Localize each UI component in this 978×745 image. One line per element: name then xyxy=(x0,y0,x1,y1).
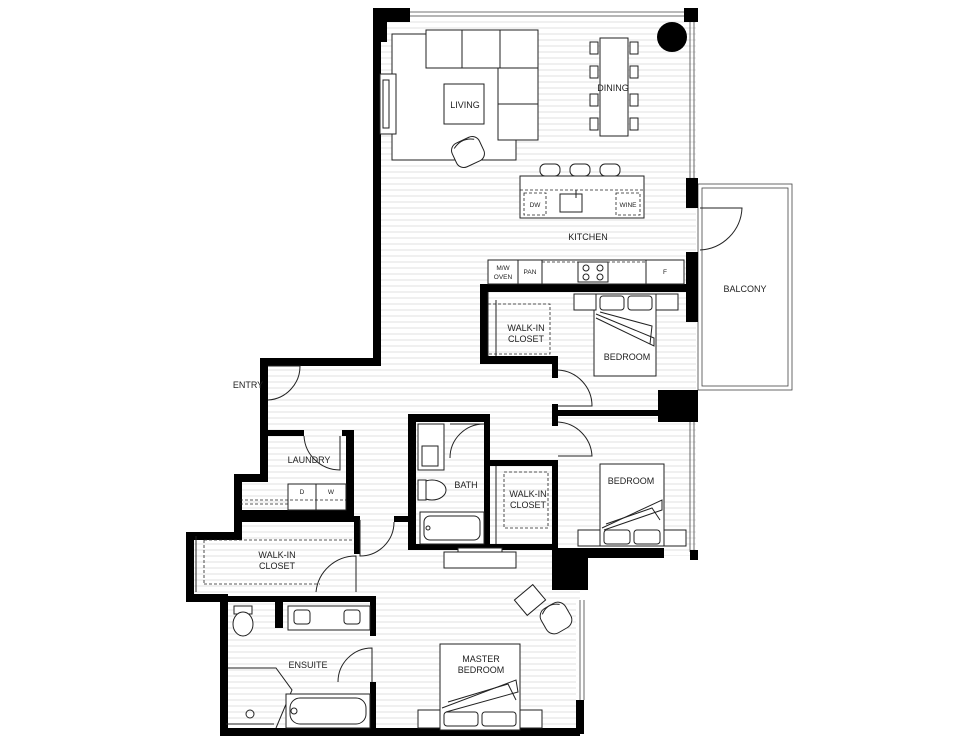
label-bath: BATH xyxy=(454,480,477,490)
label-bedroom-1: BEDROOM xyxy=(604,352,651,362)
label-microwave-oven-line1: M/W xyxy=(496,265,510,272)
label-walkin-closet-3-line2: CLOSET xyxy=(259,561,296,571)
kitchen-island xyxy=(519,163,645,219)
label-dryer: D xyxy=(300,489,305,496)
kitchen-counter xyxy=(487,259,685,285)
room-labels: LIVING DINING KITCHEN BALCONY BEDROOM WA… xyxy=(233,83,767,675)
label-pantry: PAN xyxy=(524,269,537,276)
label-microwave-oven-line2: OVEN xyxy=(494,274,513,281)
label-walkin-closet-1-line2: CLOSET xyxy=(508,334,545,344)
window-glazing xyxy=(410,11,695,700)
bath-fixtures xyxy=(417,423,485,545)
ensuite-fixtures xyxy=(226,605,371,729)
label-walkin-closet-2-line1: WALK-IN xyxy=(509,489,546,499)
label-bedroom-2: BEDROOM xyxy=(608,476,655,486)
appliance-labels: DW WINE M/W OVEN PAN F D W xyxy=(300,202,667,496)
walls xyxy=(186,8,698,736)
label-dining: DINING xyxy=(597,83,629,93)
label-washer: W xyxy=(328,489,335,496)
label-entry: ENTRY xyxy=(233,380,263,390)
label-master-bedroom-line1: MASTER xyxy=(462,654,500,664)
label-master-bedroom-line2: BEDROOM xyxy=(458,665,505,675)
label-living: LIVING xyxy=(450,100,480,110)
label-walkin-closet-2-line2: CLOSET xyxy=(510,500,547,510)
bedroom-1-furniture xyxy=(487,292,679,377)
walkin-closet-3-fixtures xyxy=(195,536,354,592)
label-balcony: BALCONY xyxy=(723,284,766,294)
label-wine: WINE xyxy=(620,202,638,209)
label-laundry: LAUNDRY xyxy=(288,455,331,465)
living-furniture xyxy=(379,29,539,168)
label-kitchen: KITCHEN xyxy=(568,232,608,242)
bedroom-2-furniture xyxy=(495,463,687,547)
label-walkin-closet-3-line1: WALK-IN xyxy=(258,550,295,560)
label-ensuite: ENSUITE xyxy=(288,660,327,670)
label-fridge: F xyxy=(663,269,667,276)
label-walkin-closet-1-line1: WALK-IN xyxy=(507,323,544,333)
dining-furniture xyxy=(589,22,687,137)
label-dishwasher: DW xyxy=(530,202,542,209)
door-swings xyxy=(267,207,743,683)
master-bedroom-furniture xyxy=(417,547,573,731)
laundry-fixtures xyxy=(240,483,347,511)
